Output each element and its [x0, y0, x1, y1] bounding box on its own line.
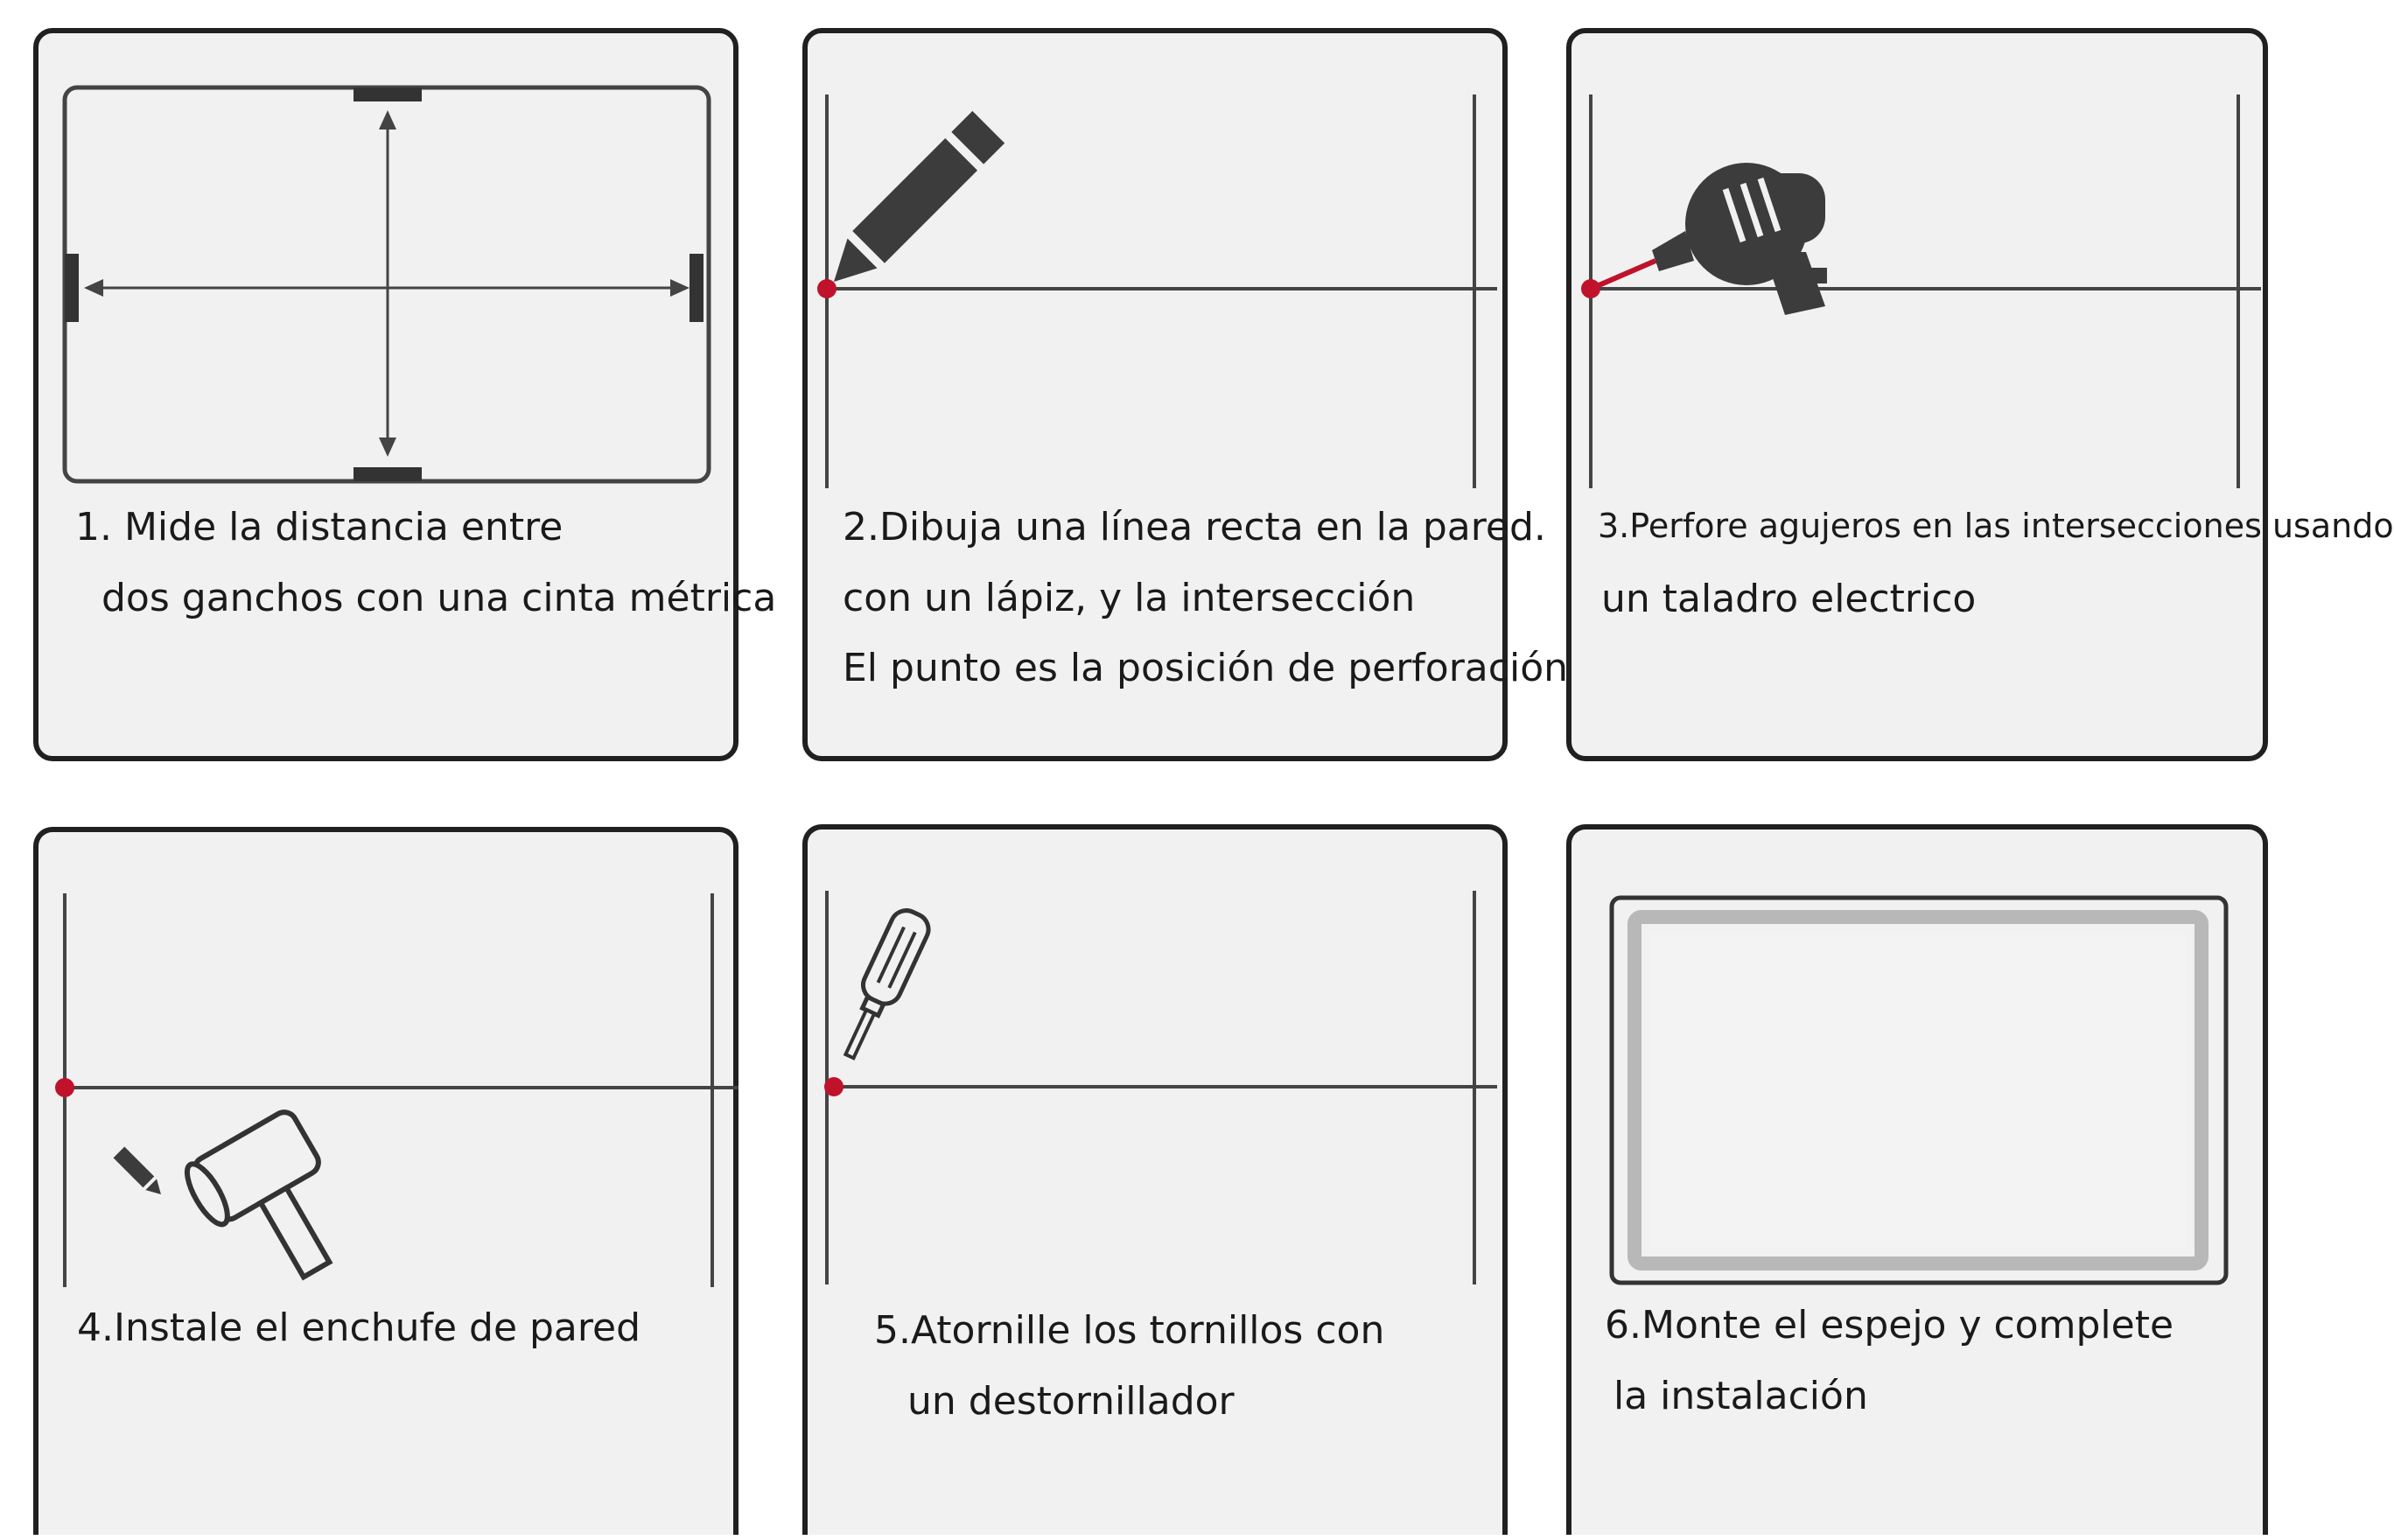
step-6-line-1: 6.Monte el espejo y complete [1605, 1303, 2174, 1348]
screwdriver-icon [843, 908, 931, 1060]
step-1-caption: 1. Mide la distancia entre dos ganchos c… [75, 505, 777, 620]
step-3-caption: 3.Perfore agujeros en las intersecciones… [1598, 507, 2394, 621]
drill-point-mark [55, 1078, 74, 1097]
step-2-panel: 2.Dibuja una línea recta en la pared. co… [802, 28, 1580, 761]
step-6-panel: 6.Monte el espejo y complete la instalac… [1566, 824, 2268, 1535]
step-3-panel: 3.Perfore agujeros en las intersecciones… [1566, 28, 2394, 761]
step-5-line-1: 5.Atornille los tornillos con [874, 1308, 1385, 1353]
pencil-icon [834, 110, 1005, 282]
step-1-panel: 1. Mide la distancia entre dos ganchos c… [33, 28, 776, 761]
electric-drill-icon [1589, 163, 1827, 315]
step-4-panel: 4.Instale el enchufe de pared [33, 827, 738, 1535]
step-3-line-1: 3.Perfore agujeros en las intersecciones… [1598, 507, 2394, 545]
drill-point-mark [817, 279, 836, 298]
drill-point-mark [1581, 279, 1600, 298]
step-2-caption: 2.Dibuja una línea recta en la pared. co… [843, 505, 1580, 691]
step-5-line-2: un destornillador [907, 1378, 1235, 1424]
measure-arrows-icon [62, 85, 711, 484]
step-4-line-1: 4.Instale el enchufe de pared [77, 1306, 641, 1350]
step-6-illustration [1609, 895, 2229, 1285]
step-1-line-1: 1. Mide la distancia entre [75, 505, 564, 550]
step-2-line-2: con un lápiz, y la intersección [843, 575, 1416, 620]
step-1-line-2: dos ganchos con una cinta métrica [102, 575, 777, 620]
step-2-illustration [817, 94, 1497, 488]
step-3-illustration [1581, 94, 2261, 488]
step-4-illustration [55, 893, 738, 1287]
step-6-caption: 6.Monte el espejo y complete la instalac… [1605, 1303, 2174, 1418]
hammer-icon [184, 1110, 333, 1281]
step-5-caption: 5.Atornille los tornillos con un destorn… [874, 1308, 1385, 1424]
step-5-illustration [824, 891, 1497, 1284]
step-6-line-2: la instalación [1614, 1373, 1868, 1418]
step-2-line-1: 2.Dibuja una línea recta en la pared. [843, 505, 1546, 550]
step-2-line-3: El punto es la posición de perforación. [843, 646, 1580, 691]
drill-point-mark [824, 1077, 844, 1096]
step-3-line-2: un taladro electrico [1601, 576, 1977, 621]
step-1-illustration [62, 85, 711, 484]
step-4-caption: 4.Instale el enchufe de pared [77, 1306, 640, 1351]
step-5-panel: 5.Atornille los tornillos con un destorn… [802, 824, 1508, 1535]
small-pencil-icon [113, 1146, 161, 1194]
mirror-frame-icon [1609, 895, 2229, 1285]
